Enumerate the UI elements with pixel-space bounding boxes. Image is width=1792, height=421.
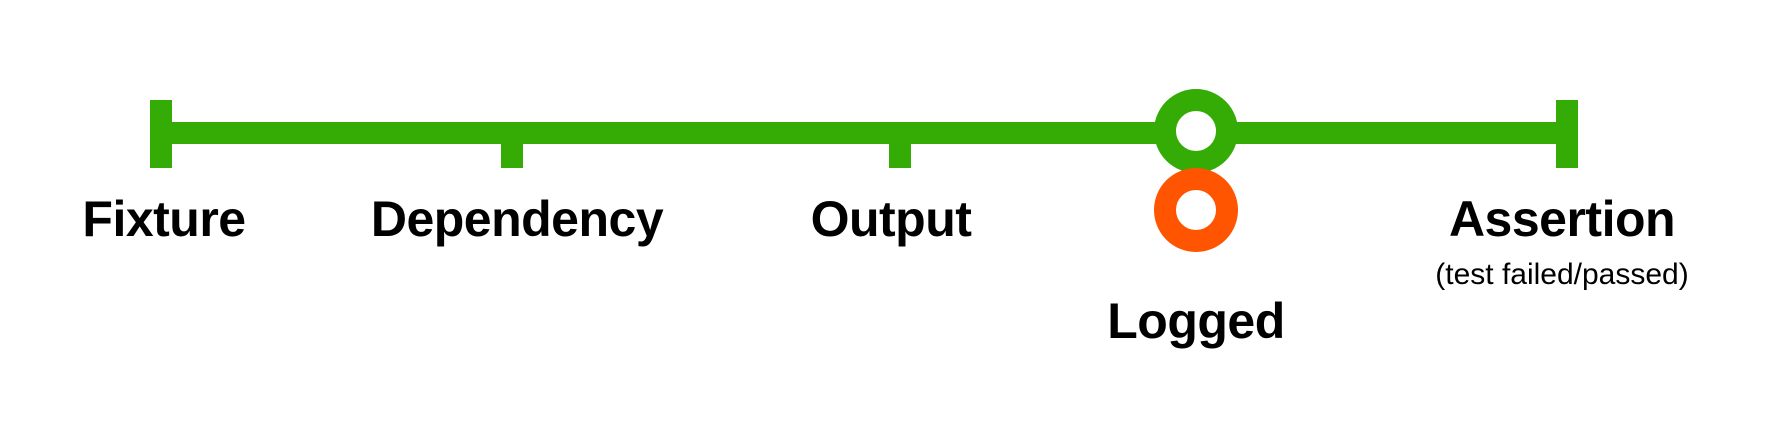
- stage-label-output: Output: [810, 191, 972, 247]
- tick-dependency: [501, 140, 523, 168]
- start-cap: [150, 100, 172, 168]
- end-cap: [1556, 100, 1578, 168]
- tick-output: [889, 140, 911, 168]
- stage-label-assertion: Assertion: [1448, 191, 1676, 247]
- stage-label-dependency: Dependency: [370, 191, 664, 247]
- stage-label-logged: Logged: [1107, 293, 1285, 349]
- stage-note-assertion: (test failed/passed): [1435, 258, 1689, 291]
- timeline-line: [150, 122, 1578, 144]
- logged-node-ring: [1154, 168, 1238, 252]
- stage-label-fixture: Fixture: [82, 191, 246, 247]
- branch-point-ring: [1154, 89, 1238, 173]
